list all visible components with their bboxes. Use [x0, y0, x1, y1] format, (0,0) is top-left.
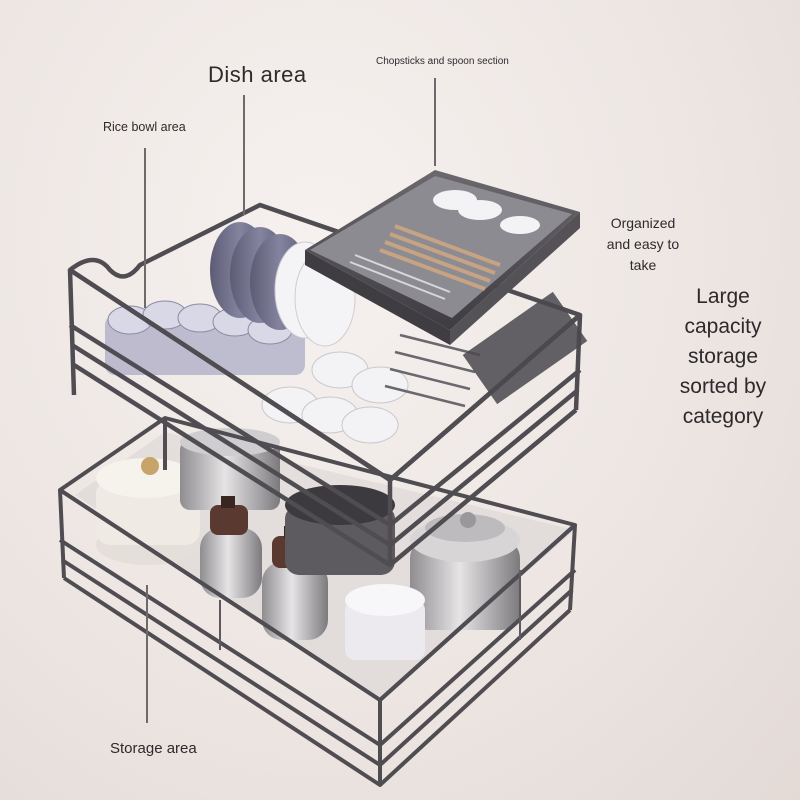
rice-bowls	[105, 300, 305, 375]
storage-basket	[58, 416, 577, 787]
dish-basket	[67, 202, 588, 568]
chopsticks-section-label: Chopsticks and spoon section	[376, 56, 509, 67]
organized-label: Organized and easy to take	[606, 215, 680, 273]
large-capacity-label: Large capacity storage sorted by categor…	[679, 285, 767, 428]
white-bowl-stack	[345, 584, 425, 660]
chopsticks-tray	[305, 170, 580, 345]
storage-area-label: Storage area	[110, 740, 197, 757]
white-bowls	[261, 351, 409, 444]
oil-bottle	[200, 496, 262, 598]
rice-bowl-leader	[144, 148, 146, 308]
dish-area-label: Dish area	[208, 62, 307, 87]
dish-area-leader	[243, 95, 245, 215]
steel-saucepan	[410, 512, 520, 630]
chopsticks-leader	[434, 78, 436, 166]
spoons	[433, 190, 540, 234]
rice-bowl-area-label: Rice bowl area	[103, 120, 186, 134]
dark-pot	[285, 485, 395, 575]
chopsticks	[379, 224, 501, 291]
storage-area-leader	[146, 585, 148, 723]
